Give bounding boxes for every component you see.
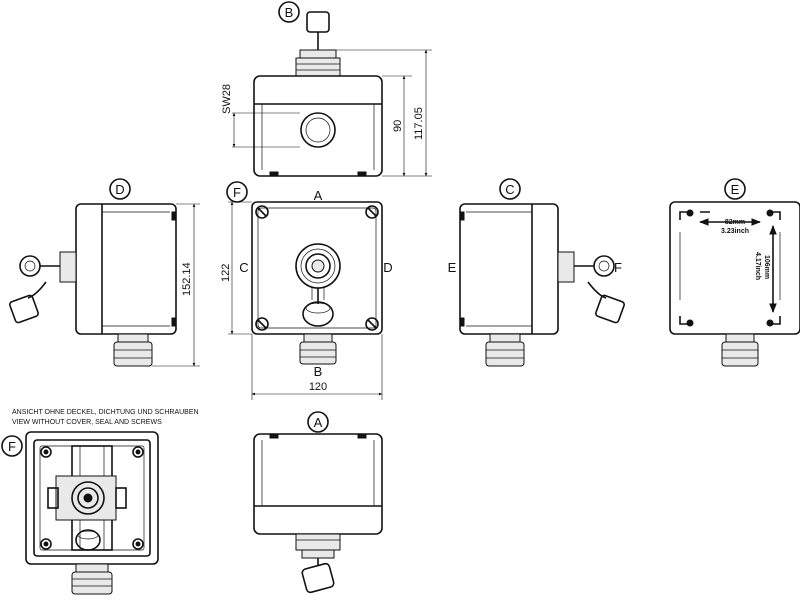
side-knob-right (593, 255, 615, 277)
view-e-back: E 82mm 3.23inch 106mm 4.17inch (669, 178, 800, 367)
mounting-hole-tl (686, 209, 694, 217)
dim-120: 120 (309, 381, 327, 393)
knob-cap-bottom (301, 562, 335, 594)
view-e-marker (724, 178, 746, 200)
side-gland-left (59, 251, 77, 283)
spacing-inch: 3.23inch (721, 228, 749, 235)
view-c-letter: C (505, 182, 514, 197)
height-inch: 4.17inch (754, 252, 761, 280)
view-e-letter: E (731, 182, 740, 197)
corner-screws (255, 205, 379, 331)
dim-sw28: SW28 (221, 84, 233, 114)
bottom-gland-collar-d (117, 333, 149, 343)
side-knob-left (19, 255, 41, 277)
view-f-inner: ANSICHT OHNE DECKEL, DICHTUNG UND SCHRAU… (1, 409, 199, 595)
edge-label-e: E (448, 260, 457, 275)
edge-label-f: F (614, 260, 622, 275)
edge-label-d: D (383, 260, 392, 275)
bottom-gland-collar-c (489, 333, 521, 343)
view-f-inner-marker (1, 435, 23, 457)
dim-117-05: 117.05 (413, 107, 425, 140)
gland-bottom-a (295, 533, 341, 551)
dust-cap-right (595, 294, 625, 324)
bottom-gland-collar-f (303, 333, 333, 343)
dim-90: 90 (392, 120, 404, 132)
mounting-hole-bl (686, 319, 694, 327)
edge-label-c: C (239, 260, 248, 275)
edge-label-a: A (314, 188, 323, 203)
bottom-gland-d (113, 341, 153, 367)
enclosure-left-view (75, 203, 177, 335)
view-b-top: B SW28 90 117.05 (221, 1, 432, 177)
enclosure-bottom-view (253, 433, 383, 535)
dim-122: 122 (220, 264, 232, 282)
view-b-letter: B (285, 5, 294, 20)
edge-label-b: B (314, 364, 323, 379)
enclosure-top-view (253, 75, 383, 177)
bottom-gland-inner (71, 571, 113, 595)
view-d-left: D 152.14 (9, 178, 200, 367)
height-mm: 106mm (763, 255, 770, 279)
view-d-letter: D (115, 182, 124, 197)
note-german: ANSICHT OHNE DECKEL, DICHTUNG UND SCHRAU… (12, 409, 199, 416)
view-c-marker (499, 178, 521, 200)
view-f-inner-letter: F (8, 439, 16, 454)
view-f-front: F A C D B 122 (220, 181, 393, 400)
side-gland-right (557, 251, 575, 283)
view-b-marker (278, 1, 300, 23)
spacing-mm: 82mm (725, 219, 745, 226)
mounting-hole-br (766, 319, 774, 327)
bottom-gland-f (299, 341, 337, 365)
view-f-letter: F (233, 185, 241, 200)
dim-152-14: 152.14 (181, 262, 193, 296)
knob-collar (299, 49, 337, 59)
front-knob (305, 253, 331, 279)
bottom-gland-e (721, 341, 759, 367)
bottom-gland-collar-e (725, 333, 755, 343)
view-a-bottom: A (253, 411, 383, 594)
front-dust-cap (302, 301, 334, 327)
knob-cap (306, 11, 330, 33)
mounting-hole-tr (766, 209, 774, 217)
gland-nut-top (300, 112, 336, 148)
dust-cap-left (9, 294, 39, 324)
view-a-marker (307, 411, 329, 433)
bottom-gland-c (485, 341, 525, 367)
enclosure-right-view (459, 203, 559, 335)
view-d-marker (109, 178, 131, 200)
note-english: VIEW WITHOUT COVER, SEAL AND SCREWS (12, 419, 162, 426)
gland-top (295, 57, 341, 77)
view-c-right: C E F (448, 178, 625, 367)
view-a-letter: A (314, 415, 323, 430)
